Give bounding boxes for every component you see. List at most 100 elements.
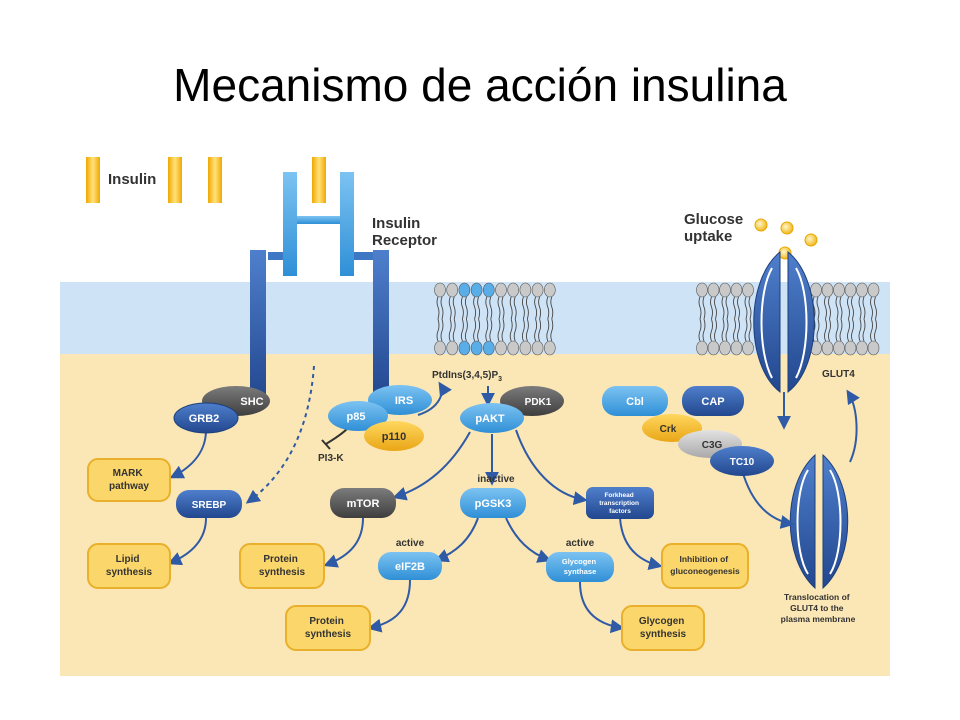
lipid-synthesis-text: Lipid synthesis bbox=[106, 554, 153, 578]
gluconeo-line2: gluconeogenesis bbox=[670, 566, 740, 576]
p110-text: p110 bbox=[382, 431, 406, 443]
arrow-receptor-to-srebp bbox=[245, 365, 315, 504]
arrow-pgsk3-to-glycogen-synthase bbox=[505, 517, 552, 563]
lipid-head bbox=[507, 340, 520, 356]
translocation-line3: plasma membrane bbox=[781, 614, 856, 624]
insulin-bar bbox=[312, 157, 326, 203]
lipid-head bbox=[434, 340, 446, 356]
lipid-tail bbox=[812, 296, 820, 342]
lipid-bilayer-left bbox=[434, 282, 556, 356]
lipid-head bbox=[742, 282, 754, 298]
lipid-head bbox=[531, 282, 544, 298]
lipid-head bbox=[482, 340, 495, 356]
lipid-tail bbox=[710, 296, 717, 342]
forkhead-node bbox=[586, 487, 654, 519]
tc10-text: TC10 bbox=[730, 457, 755, 468]
srebp-node bbox=[176, 490, 242, 518]
p85-text: p85 bbox=[347, 411, 366, 423]
lipid-head bbox=[446, 282, 459, 298]
inactive-label: inactive bbox=[477, 474, 515, 485]
mark-pathway-box bbox=[87, 458, 171, 502]
lipid-head bbox=[821, 340, 834, 356]
grb2-text: GRB2 bbox=[189, 413, 220, 425]
mtor-text: mTOR bbox=[347, 498, 380, 510]
glucose-uptake-label: Glucose uptake bbox=[684, 211, 747, 245]
insulin-molecules bbox=[86, 157, 326, 203]
glycogen-synthase-node bbox=[546, 552, 614, 582]
translocation-label: Translocation of GLUT4 to the plasma mem… bbox=[781, 592, 856, 624]
lipid-head bbox=[495, 282, 507, 298]
lipid-tail bbox=[497, 296, 505, 342]
lipid-tail bbox=[870, 296, 877, 342]
lipid-tail bbox=[858, 296, 866, 342]
lipid-head bbox=[446, 340, 459, 356]
lipid-head bbox=[507, 282, 520, 298]
lipid-tail bbox=[721, 296, 729, 342]
protein-synthesis-box-1 bbox=[239, 543, 325, 589]
arrow-srebp-to-lipid bbox=[167, 517, 207, 566]
glucose-uptake-line2: uptake bbox=[684, 228, 732, 245]
forkhead-line3: factors bbox=[609, 508, 631, 515]
gluconeo-line1: Inhibition of bbox=[680, 554, 729, 564]
lipid-head bbox=[719, 340, 731, 356]
lipid-line1: Lipid bbox=[116, 554, 140, 565]
lipid-tail bbox=[744, 296, 752, 342]
mark-pathway-text: MARK pathway bbox=[109, 468, 149, 492]
arrow-pgsk3-to-eif2b bbox=[434, 517, 479, 563]
glucose-molecules bbox=[754, 218, 818, 260]
pakt-text: pAKT bbox=[475, 413, 505, 425]
lipid-line2: synthesis bbox=[106, 567, 153, 578]
lipid-head bbox=[856, 340, 868, 356]
mark-line1: MARK bbox=[113, 468, 144, 479]
cbl-node bbox=[602, 386, 668, 416]
lipid-head bbox=[844, 340, 857, 356]
lipid-head bbox=[742, 340, 754, 356]
arrow-glycogen-synthase-to-synthesis bbox=[579, 581, 625, 634]
protein-synthesis-box-2 bbox=[285, 605, 371, 651]
lipid-head bbox=[543, 282, 556, 298]
protein-synthesis-text-1: Protein synthesis bbox=[259, 554, 306, 578]
lipid-tail bbox=[534, 296, 542, 342]
lipid-head bbox=[434, 282, 446, 298]
mark-line2: pathway bbox=[109, 481, 149, 492]
lipid-head bbox=[867, 340, 880, 356]
glycogen-synthase-text: Glycogen synthase bbox=[562, 557, 598, 576]
protein1-line2: synthesis bbox=[259, 567, 306, 578]
arrow-mtor-to-protein bbox=[323, 517, 364, 568]
glut4-label: GLUT4 bbox=[822, 369, 855, 380]
grb2-node bbox=[173, 402, 239, 434]
crk-text: Crk bbox=[660, 424, 677, 435]
lipid-head bbox=[531, 340, 544, 356]
protein-nodes: SHC GRB2 IRS p85 p110 PDK1 pAKT Cbl CAP … bbox=[173, 385, 774, 582]
arrow-eif2b-to-protein bbox=[367, 579, 411, 633]
lipid-tail bbox=[485, 296, 493, 342]
protein2-line1: Protein bbox=[309, 616, 343, 627]
lipid-head bbox=[867, 282, 880, 298]
lipid-head bbox=[833, 282, 845, 298]
lipid-head bbox=[458, 340, 471, 356]
insulin-bar bbox=[208, 157, 222, 203]
pakt-node bbox=[460, 403, 524, 433]
lipid-tail bbox=[509, 296, 517, 342]
arrow-forkhead-to-gluconeo bbox=[619, 517, 663, 571]
forkhead-line2: transcription bbox=[599, 500, 639, 507]
eif2b-node bbox=[378, 552, 442, 580]
lipid-head bbox=[844, 282, 857, 298]
insulin-bar bbox=[86, 157, 100, 203]
cbl-text: Cbl bbox=[626, 396, 644, 408]
lipid-head bbox=[543, 340, 556, 356]
glut4-transporter bbox=[753, 250, 815, 394]
glycogen-synthesis-box bbox=[621, 605, 705, 651]
insulin-receptor-label: Insulin Receptor bbox=[372, 215, 437, 249]
lipid-tail bbox=[436, 296, 444, 342]
slide-title: Mecanismo de acción insulina bbox=[173, 59, 787, 111]
lipid-head bbox=[821, 282, 834, 298]
p85-node bbox=[328, 401, 388, 431]
arrow-grb2-to-mark bbox=[169, 429, 207, 479]
active-right-label: active bbox=[566, 538, 595, 549]
pi3k-link bbox=[321, 427, 349, 450]
arrow-vesicle-to-membrane bbox=[846, 389, 860, 463]
lipid-synthesis-box bbox=[87, 543, 171, 589]
lipid-head bbox=[833, 340, 845, 356]
glycogen-synthesis-text: Glycogen synthesis bbox=[639, 616, 687, 640]
